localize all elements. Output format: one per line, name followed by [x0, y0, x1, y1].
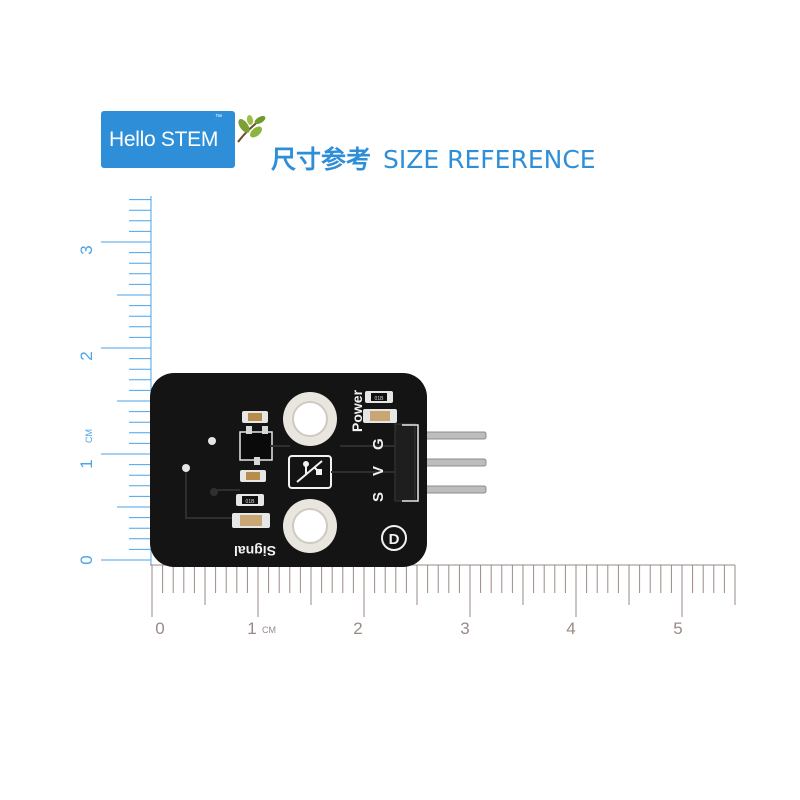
- vertical-label-1: 1: [77, 459, 96, 468]
- via-1: [182, 464, 190, 472]
- horizontal-ruler-ticks: [151, 565, 736, 617]
- pin-label-s: S: [370, 492, 387, 502]
- horizontal-ruler: 0 1 CM 2 3 4 5: [150, 564, 736, 638]
- title-english: SIZE REFERENCE: [383, 145, 596, 174]
- logo-trademark: ™: [215, 114, 222, 121]
- title-chinese: 尺寸参考: [271, 145, 372, 174]
- pin-label-g: G: [370, 438, 387, 450]
- usb-icon: [296, 460, 323, 483]
- led-body: [240, 515, 262, 526]
- pin-label-v: V: [370, 466, 387, 476]
- horizontal-label-1: 1: [247, 619, 256, 638]
- power-label: Power: [349, 389, 365, 432]
- smd-body: [248, 413, 262, 421]
- vertical-label-0: 0: [77, 555, 96, 564]
- resistor-code-2: 01B: [375, 396, 385, 402]
- smd-body: [242, 496, 258, 504]
- horizontal-label-0: 0: [155, 619, 164, 638]
- mounting-hole-top-inner: [292, 401, 328, 437]
- chip-pad: [262, 426, 268, 434]
- smd-body: [371, 393, 387, 401]
- vertical-ruler-ticks: [101, 199, 151, 561]
- resistor-code-1: 01B: [246, 499, 256, 505]
- via-2: [208, 437, 216, 445]
- chip-pad: [246, 426, 252, 434]
- vertical-ruler: 0 1 CM 2 3: [77, 196, 152, 565]
- vertical-label-3: 3: [77, 245, 96, 254]
- pcb-traces: [185, 445, 395, 519]
- logo-text: Hello STEM: [109, 128, 219, 151]
- signal-label: Signal: [234, 543, 276, 559]
- digital-badge-label: D: [389, 531, 400, 548]
- horizontal-unit: CM: [262, 625, 276, 635]
- transistor-chip: [239, 431, 273, 461]
- smd-components: 01B 01B: [232, 391, 397, 528]
- led-body: [370, 411, 390, 421]
- horizontal-label-5: 5: [673, 619, 682, 638]
- vertical-unit: CM: [84, 429, 94, 443]
- horizontal-label-4: 4: [566, 619, 575, 638]
- horizontal-label-3: 3: [460, 619, 469, 638]
- header-housing: [394, 423, 416, 502]
- vertical-label-2: 2: [77, 351, 96, 360]
- leaf-icon: [237, 115, 266, 143]
- sensor-board: 01B 01B Power Signal G V S D: [150, 373, 427, 567]
- mounting-hole-bottom-inner: [292, 508, 328, 544]
- hello-stem-logo: Hello STEM ™: [101, 111, 235, 168]
- size-reference-title: 尺寸参考 SIZE REFERENCE: [271, 140, 596, 176]
- digital-badge: [381, 525, 407, 551]
- via-3: [210, 488, 218, 496]
- horizontal-label-2: 2: [353, 619, 362, 638]
- header-outline: [402, 424, 419, 502]
- smd-body: [246, 472, 260, 480]
- chip-pad: [254, 457, 260, 465]
